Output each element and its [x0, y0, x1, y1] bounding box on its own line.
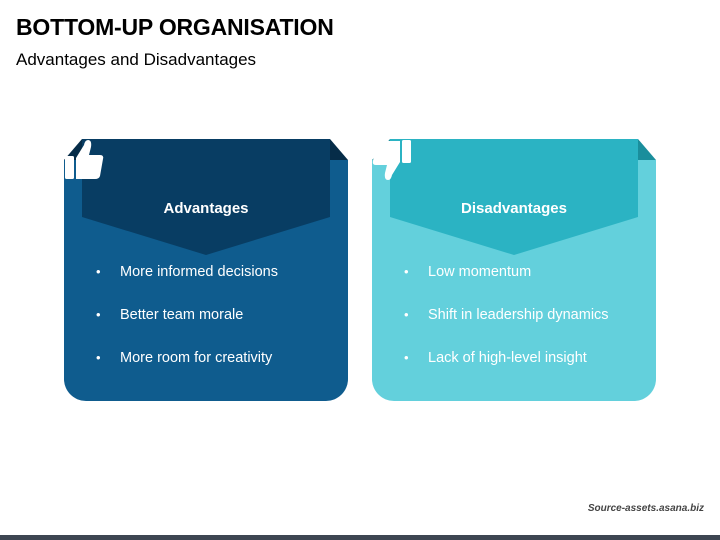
advantages-banner-shape: [64, 139, 348, 255]
disadvantages-list: • Low momentum • Shift in leadership dynam…: [402, 263, 609, 392]
slide-title: BOTTOM-UP ORGANISATION: [16, 14, 334, 40]
list-item-text: Better team morale: [120, 307, 244, 323]
list-item: • Lack of high-level insight: [402, 349, 609, 392]
disadvantages-heading: Disadvantages: [461, 200, 567, 217]
bullet-icon: •: [404, 307, 409, 322]
list-item-text: Lack of high-level insight: [428, 350, 587, 366]
list-item-text: Shift in leadership dynamics: [428, 307, 609, 323]
advantages-banner: Advantages: [64, 139, 348, 255]
thumbs-up-icon: [65, 140, 104, 179]
bullet-icon: •: [404, 350, 409, 365]
disadvantages-banner: Disadvantages: [372, 139, 656, 255]
bullet-icon: •: [96, 350, 101, 365]
list-item-text: Low momentum: [428, 264, 532, 280]
list-item: • Better team morale: [94, 306, 278, 349]
source-credit: Source-assets.asana.biz: [587, 503, 704, 514]
bullet-icon: •: [96, 264, 101, 279]
list-item-text: More informed decisions: [120, 264, 278, 280]
list-item: • More room for creativity: [94, 349, 278, 392]
advantages-heading: Advantages: [163, 200, 249, 217]
bullet-icon: •: [96, 307, 101, 322]
advantages-list: • More informed decisions • Better team mo…: [94, 263, 278, 392]
list-item: • More informed decisions: [94, 263, 278, 306]
list-item-text: More room for creativity: [120, 350, 273, 366]
bullet-icon: •: [404, 264, 409, 279]
list-item: • Shift in leadership dynamics: [402, 306, 609, 349]
thumbs-down-icon: [372, 140, 411, 180]
slide-subtitle: Advantages and Disadvantages: [16, 50, 257, 69]
list-item: • Low momentum: [402, 263, 609, 306]
bottom-bar: [0, 535, 720, 540]
disadvantages-banner-shape: [372, 139, 656, 255]
